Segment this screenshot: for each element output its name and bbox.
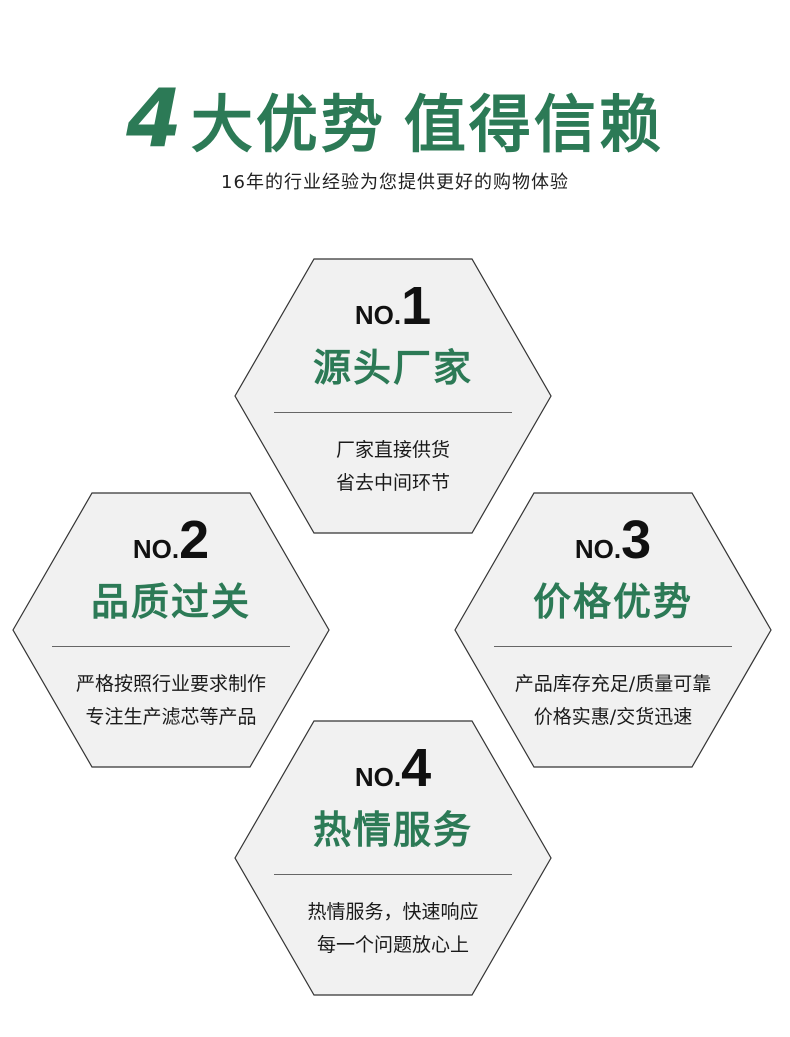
advantage-description: 产品库存充足/质量可靠 价格实惠/交货迅速: [454, 668, 772, 734]
advantage-number-prefix: NO.: [132, 534, 180, 564]
divider: [494, 646, 732, 647]
advantage-description: 厂家直接供货 省去中间环节: [234, 434, 552, 500]
headline: 4大优势值得信赖: [0, 78, 790, 166]
advantage-description: 热情服务，快速响应 每一个问题放心上: [234, 896, 552, 962]
advantage-card-3: NO.3 价格优势 产品库存充足/质量可靠 价格实惠/交货迅速: [454, 492, 772, 768]
headline-part-b: 值得信赖: [403, 88, 664, 161]
advantage-card-4: NO.4 热情服务 热情服务，快速响应 每一个问题放心上: [234, 720, 552, 996]
advantage-description-line-2: 专注生产滤芯等产品: [85, 706, 257, 728]
advantage-number: NO.1: [234, 276, 552, 336]
headline-number: 4: [126, 72, 185, 165]
advantage-title: 价格优势: [532, 580, 693, 624]
advantage-description-line-2: 价格实惠/交货迅速: [533, 706, 693, 728]
advantage-description: 严格按照行业要求制作 专注生产滤芯等产品: [12, 668, 330, 734]
advantage-description-line-1: 厂家直接供货: [335, 439, 450, 461]
advantage-number-prefix: NO.: [354, 762, 402, 792]
advantage-title: 品质过关: [90, 580, 251, 624]
advantage-number-prefix: NO.: [574, 534, 622, 564]
advantage-number-digit: 2: [179, 510, 210, 570]
hexagon-shape: [234, 720, 552, 996]
advantage-number: NO.3: [454, 510, 772, 570]
advantage-number: NO.2: [12, 510, 330, 570]
advantage-number-digit: 3: [621, 510, 652, 570]
advantage-number: NO.4: [234, 738, 552, 798]
advantage-description-line-2: 每一个问题放心上: [316, 934, 469, 956]
advantage-number-prefix: NO.: [354, 300, 402, 330]
advantage-description-line-2: 省去中间环节: [335, 472, 450, 494]
divider: [274, 874, 512, 875]
advantage-description-line-1: 热情服务，快速响应: [307, 901, 479, 923]
divider: [52, 646, 290, 647]
advantage-number-digit: 1: [401, 276, 432, 336]
advantage-number-digit: 4: [401, 738, 432, 798]
hexagon-shape: [12, 492, 330, 768]
hexagon-shape: [234, 258, 552, 534]
advantage-description-line-1: 严格按照行业要求制作: [75, 673, 266, 695]
hexagon-shape: [454, 492, 772, 768]
advantage-card-1: NO.1 源头厂家 厂家直接供货 省去中间环节: [234, 258, 552, 534]
divider: [274, 412, 512, 413]
headline-part-a: 大优势: [190, 88, 386, 161]
advantage-description-line-1: 产品库存充足/质量可靠: [514, 673, 712, 695]
advantage-title: 热情服务: [312, 808, 473, 852]
advantage-title: 源头厂家: [312, 346, 473, 390]
advantage-card-2: NO.2 品质过关 严格按照行业要求制作 专注生产滤芯等产品: [12, 492, 330, 768]
headline-subtitle: 16年的行业经验为您提供更好的购物体验: [221, 172, 569, 193]
